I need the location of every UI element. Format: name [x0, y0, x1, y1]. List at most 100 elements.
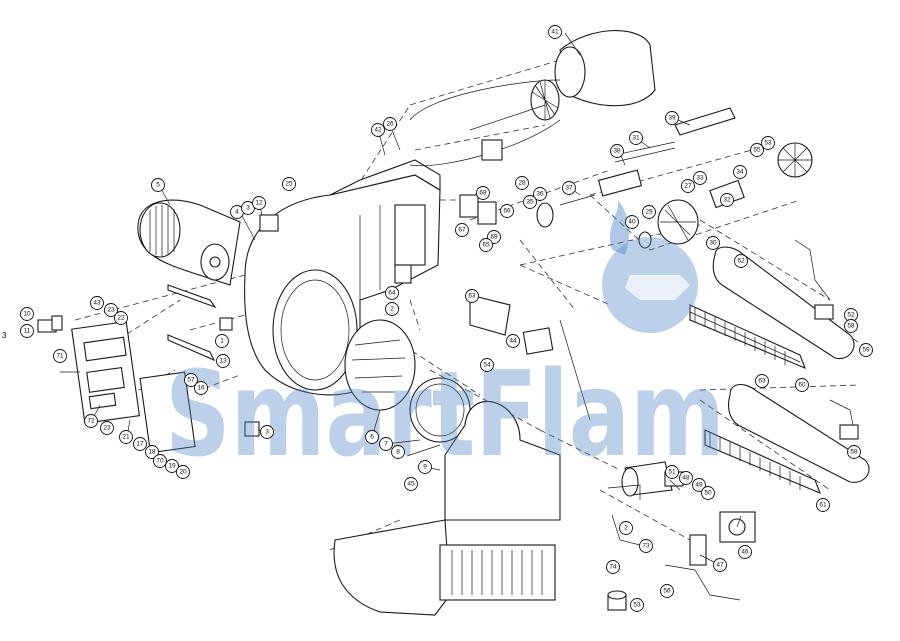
svg-text:18: 18 — [148, 449, 156, 456]
svg-text:57: 57 — [187, 377, 195, 384]
svg-text:34: 34 — [736, 169, 744, 176]
callout-64: 64 — [385, 286, 399, 300]
svg-text:65: 65 — [482, 242, 490, 249]
svg-text:44: 44 — [509, 338, 517, 345]
callout-53: 53 — [761, 136, 775, 150]
bracket-rods — [167, 284, 217, 362]
callout-58: 58 — [844, 319, 858, 333]
callout-69b: 19 — [165, 459, 179, 473]
svg-text:69: 69 — [490, 234, 498, 241]
callout-72: 72 — [84, 414, 98, 428]
svg-text:73: 73 — [642, 543, 650, 550]
svg-text:2: 2 — [624, 525, 628, 532]
fuel-lines — [559, 239, 856, 601]
callout-8: 8 — [391, 445, 405, 459]
svg-text:37: 37 — [565, 185, 573, 192]
callout-27: 27 — [681, 179, 695, 193]
callout-36: 36 — [533, 187, 547, 201]
callout-29: 29 — [642, 205, 656, 219]
callout-66: 66 — [500, 204, 514, 218]
svg-text:10: 10 — [23, 311, 31, 318]
svg-text:6: 6 — [370, 434, 374, 441]
svg-text:63: 63 — [758, 378, 766, 385]
svg-text:47: 47 — [716, 562, 724, 569]
callout-51: 51 — [665, 465, 679, 479]
svg-text:29: 29 — [645, 209, 653, 216]
callout-65: 65 — [479, 238, 493, 252]
callout-23b: 23 — [100, 421, 114, 435]
watermark: SmartFlam — [165, 200, 725, 483]
callout-58b: 58 — [847, 445, 861, 459]
callout-54: 54 — [480, 358, 494, 372]
callout-49: 49 — [692, 478, 706, 492]
callout-18: 18 — [145, 445, 159, 459]
svg-text:51: 51 — [668, 469, 676, 476]
callout-68: 68 — [476, 186, 490, 200]
callout-32: 32 — [720, 193, 734, 207]
ignition-parts — [219, 179, 859, 611]
callout-2: 2 — [385, 302, 399, 316]
svg-text:23: 23 — [107, 307, 115, 314]
callout-5: 5 — [151, 178, 165, 192]
svg-text:20: 20 — [179, 469, 187, 476]
svg-text:66: 66 — [503, 208, 511, 215]
callout-45: 45 — [404, 477, 418, 491]
callout-6: 6 — [365, 430, 379, 444]
callout-71: 71 — [53, 349, 67, 363]
air-inlet-duct — [333, 400, 561, 616]
svg-text:54: 54 — [483, 362, 491, 369]
solenoid-valves — [459, 139, 503, 225]
callout-67: 67 — [455, 223, 469, 237]
svg-text:41: 41 — [551, 29, 559, 36]
watermark-flame-icon — [602, 200, 698, 333]
svg-text:38: 38 — [613, 148, 621, 155]
callout-31: 31 — [629, 131, 643, 145]
callout-59: 61 — [816, 498, 830, 512]
svg-text:45: 45 — [407, 481, 415, 488]
svg-text:40: 40 — [628, 219, 636, 226]
svg-text:12: 12 — [255, 200, 263, 207]
callouts: 41 39 31 38 53 55 33 34 27 32 29 40 30 2… — [20, 25, 873, 612]
callout-12: 12 — [252, 196, 266, 210]
svg-text:39: 39 — [668, 115, 676, 122]
svg-text:3: 3 — [246, 205, 250, 212]
callout-43: 43 — [90, 296, 104, 310]
burner-motor — [137, 199, 241, 286]
callout-33: 33 — [693, 171, 707, 185]
svg-text:28: 28 — [518, 180, 526, 187]
oil-preheater-lower — [704, 384, 870, 495]
svg-text:52: 52 — [847, 312, 855, 319]
svg-text:4: 4 — [235, 209, 239, 216]
callout-50: 50 — [701, 486, 715, 500]
svg-text:60: 60 — [798, 382, 806, 389]
callout-3b: 3 — [260, 425, 274, 439]
callout-40: 40 — [625, 215, 639, 229]
svg-text:74: 74 — [609, 564, 617, 571]
edge-mark: 3 — [2, 331, 7, 340]
callout-41: 41 — [548, 25, 562, 39]
callout-25: 25 — [282, 177, 296, 191]
svg-text:21: 21 — [122, 434, 130, 441]
svg-text:33: 33 — [696, 175, 704, 182]
svg-text:26: 26 — [386, 121, 394, 128]
callout-34: 34 — [733, 165, 747, 179]
svg-text:56: 56 — [663, 588, 671, 595]
svg-text:1: 1 — [220, 338, 224, 345]
callout-35: 35 — [523, 195, 537, 209]
svg-text:61: 61 — [819, 502, 827, 509]
svg-text:68: 68 — [479, 190, 487, 197]
svg-text:64: 64 — [388, 290, 396, 297]
callout-17: 17 — [133, 437, 147, 451]
svg-text:53: 53 — [764, 140, 772, 147]
callout-44: 44 — [506, 334, 520, 348]
callout-48: 48 — [679, 471, 693, 485]
svg-text:5: 5 — [156, 182, 160, 189]
callout-20: 20 — [176, 465, 190, 479]
control-panel — [37, 315, 196, 454]
svg-text:25: 25 — [285, 181, 293, 188]
callout-leaders — [60, 32, 742, 566]
svg-text:70: 70 — [156, 458, 164, 465]
svg-text:49: 49 — [695, 482, 703, 489]
svg-text:9: 9 — [423, 464, 427, 471]
